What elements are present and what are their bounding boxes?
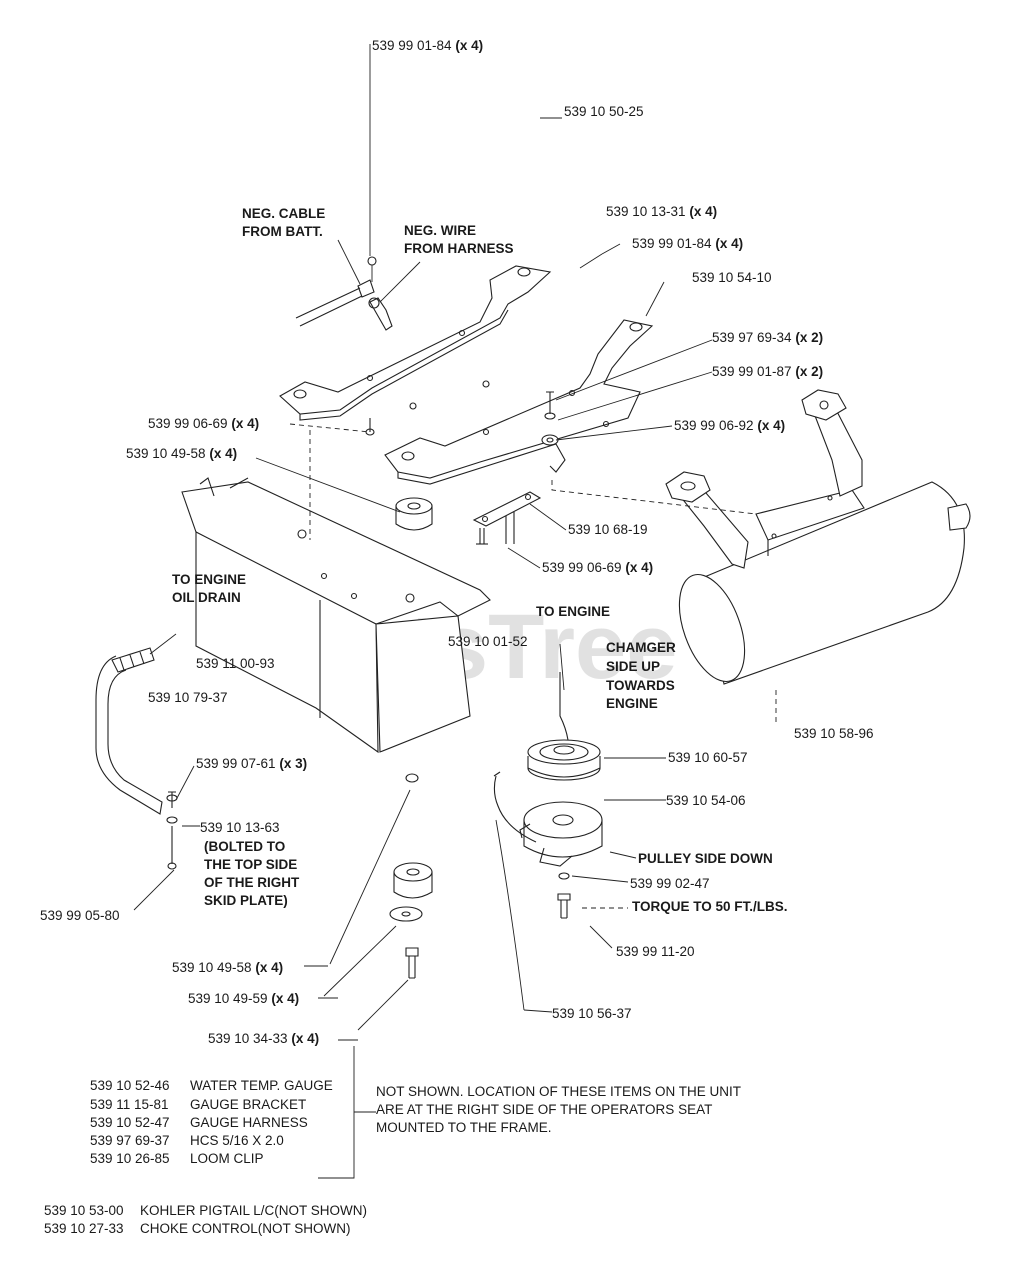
note-chamger-line4: ENGINE — [606, 696, 658, 711]
callout-c08: 539 99 06-69 (x 4) — [148, 416, 259, 431]
callout-c02: 539 10 50-25 — [564, 104, 644, 119]
drain-valve-hardware — [166, 791, 178, 870]
callout-c11: 539 10 68-19 — [568, 522, 648, 537]
callout-c03: 539 10 13-31 (x 4) — [606, 204, 717, 219]
callout-c01: 539 99 01-84 (x 4) — [372, 38, 483, 53]
callout-c24: 539 10 49-58 (x 4) — [172, 960, 283, 975]
note-neg-wire-line2: FROM HARNESS — [404, 241, 514, 256]
drive-pulley — [527, 672, 601, 781]
note-chamger-line3: TOWARDS — [606, 678, 675, 693]
lower-isolator-stack — [389, 773, 433, 979]
note-bolted-line4: SKID PLATE) — [204, 893, 288, 908]
note-neg-cable-line2: FROM BATT. — [242, 224, 323, 239]
callouts: 539 99 01-84 (x 4) 539 10 50-25 539 10 1… — [40, 38, 874, 1046]
skid-plate-box — [181, 477, 491, 754]
upper-mounting-bracket — [279, 265, 552, 421]
callout-c16: 539 10 58-96 — [794, 726, 874, 741]
callout-c06: 539 97 69-34 (x 2) — [712, 330, 823, 345]
oil-drain-hose — [95, 633, 177, 815]
callout-c25: 539 10 49-59 (x 4) — [188, 991, 299, 1006]
callout-c19: 539 10 13-63 — [200, 820, 280, 835]
callout-c15: 539 10 79-37 — [148, 690, 228, 705]
not-shown-note-line2: ARE AT THE RIGHT SIDE OF THE OPERATORS S… — [376, 1102, 712, 1117]
not-shown-note-line1: NOT SHOWN. LOCATION OF THESE ITEMS ON TH… — [376, 1084, 741, 1099]
leader-lines — [133, 44, 777, 1179]
not-shown-note-line3: MOUNTED TO THE FRAME. — [376, 1120, 552, 1135]
callout-c04: 539 99 01-84 (x 4) — [632, 236, 743, 251]
callout-c23: 539 99 11-20 — [616, 944, 695, 959]
note-chamger-line2: SIDE UP — [606, 659, 660, 674]
callout-c14: 539 11 00-93 — [196, 656, 275, 671]
upper-isolator — [395, 497, 433, 531]
callout-c13: 539 10 01-52 — [448, 634, 528, 649]
callout-c20: 539 10 54-06 — [666, 793, 746, 808]
assembly-notes: NEG. CABLE FROM BATT. NEG. WIRE FROM HAR… — [172, 206, 788, 914]
note-neg-cable-line1: NEG. CABLE — [242, 206, 325, 221]
mounting-plate — [472, 491, 542, 545]
note-pulley-side-down: PULLEY SIDE DOWN — [638, 851, 773, 866]
electric-clutch — [493, 771, 603, 1011]
callout-c21: 539 99 02-47 — [630, 876, 710, 891]
note-bolted-line1: (BOLTED TO — [204, 839, 285, 854]
negative-cable-drawing — [295, 256, 393, 331]
callout-c10: 539 10 49-58 (x 4) — [126, 446, 237, 461]
note-to-engine: TO ENGINE — [536, 604, 610, 619]
callout-c07: 539 99 01-87 (x 2) — [712, 364, 823, 379]
callout-c22: 539 99 05-80 — [40, 908, 120, 923]
note-neg-wire-line1: NEG. WIRE — [404, 223, 476, 238]
callout-c12: 539 99 06-69 (x 4) — [542, 560, 653, 575]
note-oil-drain-line1: TO ENGINE — [172, 572, 246, 587]
note-oil-drain-line2: OIL DRAIN — [172, 590, 241, 605]
note-chamger-line1: CHAMGER — [606, 640, 676, 655]
callout-c17: 539 10 60-57 — [668, 750, 748, 765]
note-bolted-line2: THE TOP SIDE — [204, 857, 297, 872]
callout-c18: 539 99 07-61 (x 3) — [196, 756, 307, 771]
lower-mounting-bracket — [384, 319, 654, 485]
muffler — [665, 389, 971, 685]
note-bolted-line3: OF THE RIGHT — [204, 875, 300, 890]
note-torque: TORQUE TO 50 FT./LBS. — [632, 899, 788, 914]
callout-c27: 539 10 34-33 (x 4) — [208, 1031, 319, 1046]
clutch-bolt — [557, 872, 571, 919]
callout-c26: 539 10 56-37 — [552, 1006, 632, 1021]
callout-c09: 539 99 06-92 (x 4) — [674, 418, 785, 433]
callout-c05: 539 10 54-10 — [692, 270, 772, 285]
